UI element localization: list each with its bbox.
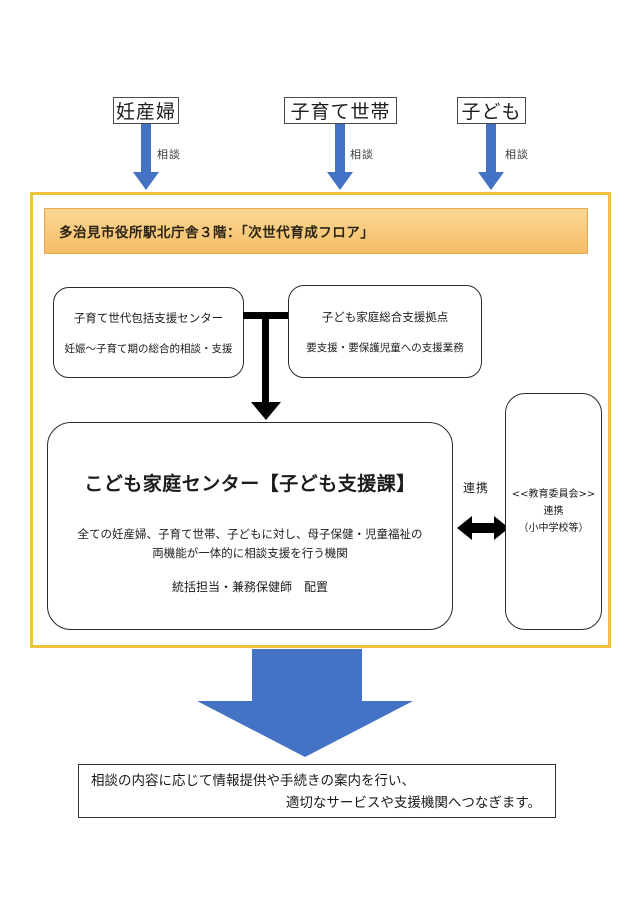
education-board-box: <<教育委員会>> 連携 （小中学校等） xyxy=(505,393,602,630)
desc-line-1: 全ての妊産婦、子育て世帯、子どもに対し、母子保健・児童福祉の xyxy=(77,527,423,541)
down-arrow-icon xyxy=(133,124,159,190)
kodomo-family-center-title: こども家庭センター【子ども支援課】 xyxy=(84,473,416,495)
kodomo-family-center-desc: 全ての妊産婦、子育て世帯、子どもに対し、母子保健・児童福祉の 両機能が一体的に相… xyxy=(48,525,452,563)
double-headed-arrow-icon xyxy=(457,516,509,540)
big-down-arrow-icon xyxy=(197,649,413,757)
education-board-schools: （小中学校等） xyxy=(518,523,589,534)
cooperation-label: 連携 xyxy=(463,481,490,495)
family-support-base-title: 子ども家庭総合支援拠点 xyxy=(321,309,449,324)
support-center-box: 子育て世代包括支援センター 妊娠～子育て期の総合的相談・支援 xyxy=(53,287,244,378)
outcome-line-1: 相談の内容に応じて情報提供や手続きの案内を行い、 xyxy=(91,773,415,789)
support-center-title: 子育て世代包括支援センター xyxy=(73,310,224,325)
down-arrow-icon xyxy=(478,124,504,190)
support-center-desc: 妊娠～子育て期の総合的相談・支援 xyxy=(64,342,233,355)
arrow-label-consultation: 相談 xyxy=(505,148,529,161)
source-box-childrearing-households: 子育て世帯 xyxy=(284,97,397,124)
down-arrow-icon xyxy=(327,124,353,190)
desc-line-2: 両機能が一体的に相談支援を行う機関 xyxy=(152,546,348,560)
staffing-note: 統括担当・兼務保健師 配置 xyxy=(171,580,328,594)
floor-header: 多治見市役所駅北庁舎３階：「次世代育成フロア」 xyxy=(44,208,588,254)
source-box-children: 子ども xyxy=(457,97,526,124)
connector-vertical-line xyxy=(262,312,269,404)
education-board-title: <<教育委員会>> xyxy=(511,489,596,500)
arrow-label-consultation: 相談 xyxy=(157,148,181,161)
connector-arrowhead-icon xyxy=(251,402,281,420)
source-box-pregnant-women: 妊産婦 xyxy=(113,97,179,124)
outcome-line-2: 適切なサービスや支援機関へつなぎます。 xyxy=(285,795,541,811)
family-support-base-desc: 要支援・要保護児童への支援業務 xyxy=(306,341,464,354)
kodomo-family-center-box: こども家庭センター【子ども支援課】 全ての妊産婦、子育て世帯、子どもに対し、母子… xyxy=(47,422,453,630)
arrow-label-consultation: 相談 xyxy=(350,148,374,161)
education-board-cooperation: 連携 xyxy=(543,506,564,517)
outcome-box: 相談の内容に応じて情報提供や手続きの案内を行い、 適切なサービスや支援機関へつな… xyxy=(78,764,556,818)
family-support-base-box: 子ども家庭総合支援拠点 要支援・要保護児童への支援業務 xyxy=(288,285,482,378)
